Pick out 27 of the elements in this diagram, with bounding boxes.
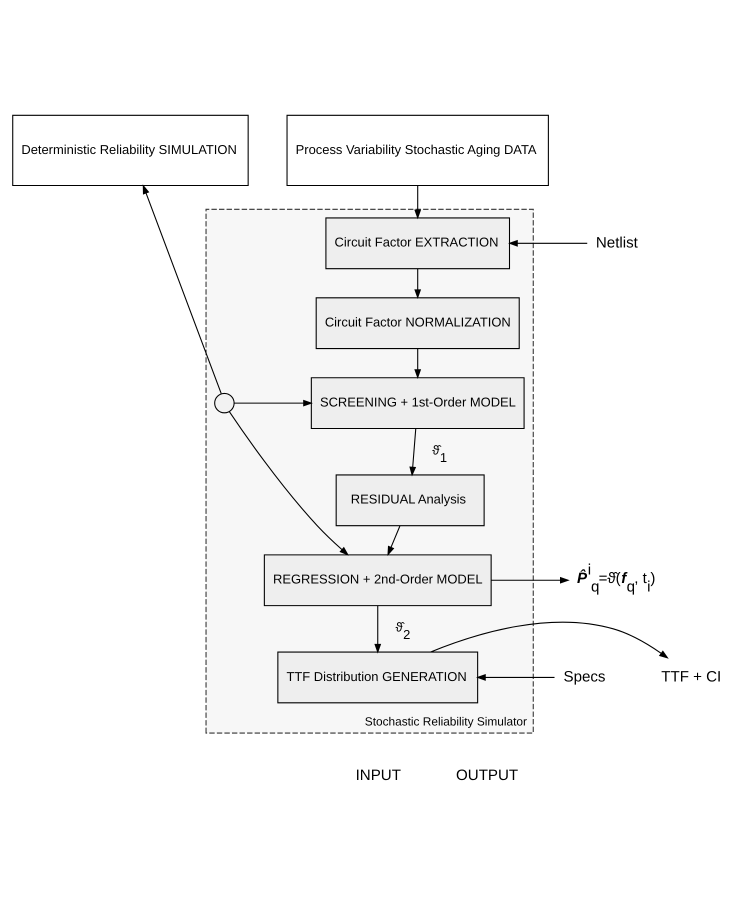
arrow [387, 525, 400, 556]
label: OUTPUT [456, 766, 518, 784]
arrow [409, 428, 416, 476]
node-circle [214, 392, 235, 413]
node-box: RESIDUAL Analysis [336, 474, 485, 526]
node-box: SCREENING + 1st-Order MODEL [310, 376, 525, 429]
arrow [414, 185, 422, 219]
label: INPUT [356, 766, 401, 784]
node-box: Circuit Factor NORMALIZATION [316, 296, 520, 349]
arrow [508, 239, 588, 246]
node-text: Netlist [596, 234, 638, 251]
node-box: TTF Distribution GENERATION [277, 651, 478, 703]
arrow [142, 184, 222, 394]
arrow [234, 399, 313, 406]
node-box: Process Variability Stochastic Aging DATA [286, 114, 549, 186]
arrow [430, 621, 669, 658]
arrow [414, 348, 422, 378]
node-text: TTF + CI [661, 668, 722, 685]
node-box: Deterministic Reliability SIMULATION [12, 114, 249, 186]
arrow [492, 576, 570, 584]
arrow [374, 605, 382, 654]
arrow [476, 674, 555, 680]
node-text: Specs [564, 668, 606, 685]
node-box: Circuit Factor EXTRACTION [325, 216, 510, 269]
arrow [228, 410, 349, 556]
arrow [414, 268, 422, 299]
node-box: REGRESSION + 2nd-Order MODEL [264, 554, 492, 606]
